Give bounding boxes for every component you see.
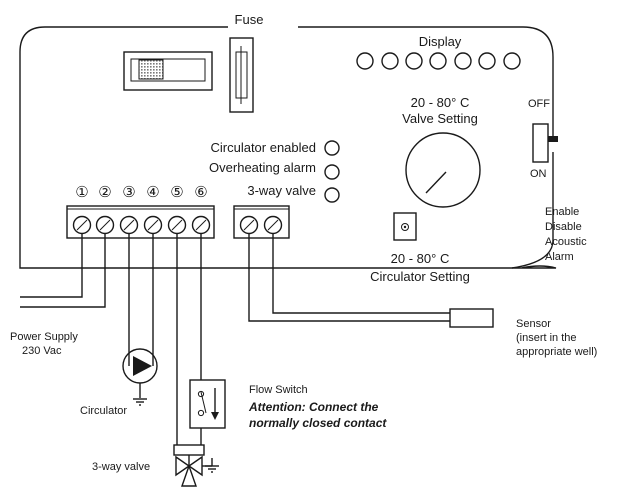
switch-on-label: ON (530, 168, 547, 180)
terminal-number: ③ (122, 184, 135, 201)
valve-setting-label: Valve Setting (402, 111, 478, 126)
terminal-number: ⑤ (170, 184, 183, 201)
three-way-valve-label: 3-way valve (92, 461, 150, 473)
circulator-setting-trimmer[interactable] (393, 212, 417, 241)
circulator-wires (128, 234, 154, 398)
power-supply-label-line2: 230 Vac (22, 345, 62, 357)
circulator-label: Circulator (80, 405, 127, 417)
sensor-label-line1: Sensor (516, 318, 551, 330)
enable-label-line4: Alarm (545, 251, 574, 263)
circulator-range-label: 20 - 80° C (391, 251, 450, 266)
acoustic-alarm-switch[interactable] (532, 123, 558, 163)
indicator-valve-led (324, 187, 340, 203)
power-supply-wires (20, 234, 106, 308)
three-way-valve-icon (173, 444, 213, 487)
fuse-holder (123, 51, 213, 91)
terminal-number: ⑥ (194, 184, 207, 201)
enable-label-line1: Enable (545, 206, 579, 218)
terminal-number: ② (98, 184, 111, 201)
ground-symbol-circulator (133, 398, 147, 406)
circulator-pump-icon (122, 348, 158, 384)
control-box-outline-right-low (511, 152, 554, 269)
enable-label-line3: Acoustic (545, 236, 587, 248)
terminal-number: ④ (146, 184, 159, 201)
fuse-label: Fuse (235, 12, 264, 27)
flow-switch-icon (189, 379, 226, 429)
sensor-probe (449, 308, 494, 328)
power-supply-label-line1: Power Supply (10, 331, 78, 343)
terminal-numbers: ① ② ③ ④ ⑤ ⑥ (75, 184, 207, 201)
attention-label-line1: Attention: Connect the (248, 400, 379, 414)
fuse (229, 37, 254, 113)
sensor-label-line3: appropriate well) (516, 346, 597, 358)
terminal-number: ① (75, 184, 88, 201)
circulator-setting-label: Circulator Setting (370, 269, 470, 284)
valve-range-label: 20 - 80° C (411, 95, 470, 110)
display-label: Display (419, 34, 462, 49)
sensor-wires (248, 234, 450, 322)
indicator-overheating-label: Overheating alarm (209, 160, 316, 175)
sensor-label-line2: (insert in the (516, 332, 577, 344)
ground-symbol-valve (205, 465, 219, 473)
terminal-block-sensor (233, 205, 290, 239)
flow-switch-label: Flow Switch (249, 384, 308, 396)
indicator-circulator-led (324, 140, 340, 156)
valve-wires (176, 234, 202, 445)
terminal-block-main (66, 205, 215, 239)
control-box-outline (19, 26, 557, 269)
control-box-outline-right (298, 26, 554, 136)
indicator-circulator-label: Circulator enabled (210, 140, 316, 155)
indicator-valve-label: 3-way valve (247, 183, 316, 198)
valve-setting-knob[interactable] (405, 132, 481, 208)
switch-off-label: OFF (528, 98, 550, 110)
enable-label-line2: Disable (545, 221, 582, 233)
display-leds (356, 52, 521, 70)
attention-label-line2: normally closed contact (249, 416, 387, 430)
indicator-overheating-led (324, 164, 340, 180)
